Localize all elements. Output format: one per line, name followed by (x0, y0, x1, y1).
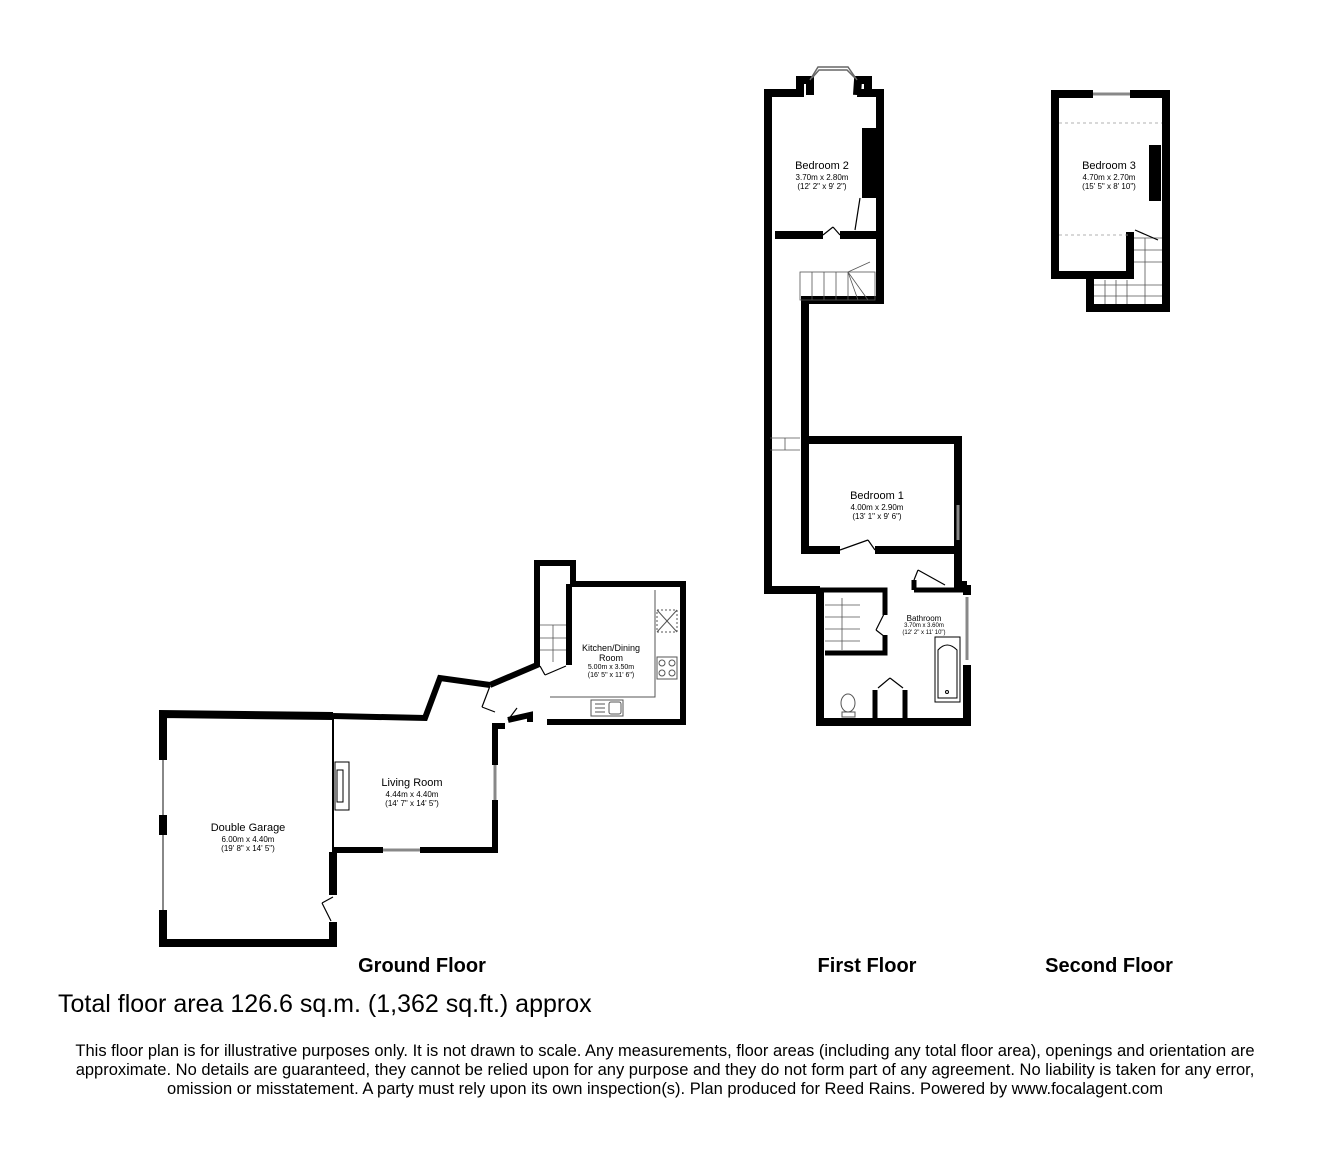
room-name: Double Garage (210, 822, 286, 834)
room-dimensions-imperial: (12' 2" x 11' 10") (902, 630, 946, 637)
bedroom-1-door-icon (839, 539, 876, 551)
kitchen-worktops (550, 590, 678, 717)
bathroom-stairs-icon (825, 598, 860, 650)
first-floor-plan (764, 66, 971, 726)
room-label-bathroom: Bathroom 3.70m x 3.60m (12' 2" x 11' 10"… (902, 614, 945, 637)
second-floor-walls (1051, 90, 1170, 312)
garage-door-icon (321, 896, 334, 922)
room-dimensions-imperial: (13' 1" x 9' 6") (852, 511, 902, 521)
bedroom-2-door-icon (822, 197, 861, 236)
second-floor-stairs-icon (1094, 229, 1162, 304)
room-name: Bedroom 1 (850, 490, 904, 502)
living-room-walls (332, 674, 505, 853)
room-dimensions-imperial: (19' 8" x 14' 5") (221, 843, 275, 853)
floor-plan-drawing (159, 66, 1170, 947)
kitchen-door-icon (507, 665, 567, 721)
room-label-living-room: Living Room 4.44m x 4.40m (14' 7" x 14' … (381, 777, 442, 808)
toilet-icon (840, 693, 856, 718)
eaves-lines (1059, 122, 1162, 236)
room-dimensions-metric: 3.70m x 2.80m (795, 172, 849, 182)
room-dimensions-metric: 5.00m x 3.50m (587, 663, 635, 671)
room-dimensions-imperial: (14' 7" x 14' 5") (385, 798, 439, 808)
hob-icon (656, 609, 678, 633)
double-garage-walls (159, 709, 337, 947)
room-dimensions-metric: 4.00m x 2.90m (850, 502, 904, 512)
wardrobe-bedroom-2 (862, 128, 876, 198)
room-label-bedroom-3: Bedroom 3 4.70m x 2.70m (15' 5" x 8' 10"… (1082, 160, 1136, 191)
room-dimensions-metric: 6.00m x 4.40m (221, 834, 275, 844)
living-door-icon (481, 685, 496, 713)
disclaimer-text: This floor plan is for illustrative purp… (75, 1042, 1255, 1098)
cooker-icon (656, 656, 678, 680)
room-dimensions-imperial: (16' 5" x 11' 6") (587, 671, 635, 679)
ground-floor-plan (159, 560, 686, 947)
room-name: Living Room (381, 777, 443, 789)
room-dimensions-metric: 4.44m x 4.40m (385, 789, 439, 799)
room-name: Bedroom 3 (1082, 160, 1136, 172)
room-name: Bedroom 2 (795, 160, 849, 172)
floor-title-second: Second Floor (1045, 955, 1173, 977)
fireplace-icon (334, 761, 350, 811)
room-label-bedroom-1: Bedroom 1 4.00m x 2.90m (13' 1" x 9' 6") (850, 490, 904, 521)
room-name-line-1: Kitchen/Dining (581, 643, 641, 653)
bay-window-icon (809, 66, 858, 81)
room-label-double-garage: Double Garage 6.00m x 4.40m (19' 8" x 14… (211, 822, 286, 853)
ground-stairs-icon (540, 624, 566, 662)
bathtub-icon (934, 636, 961, 703)
room-dimensions-imperial: (15' 5" x 8' 10") (1082, 181, 1136, 191)
room-name: Bathroom (906, 614, 942, 623)
room-dimensions-imperial: (12' 2" x 9' 2") (797, 181, 847, 191)
bathroom-door-icon (875, 611, 904, 689)
room-label-kitchen-dining: Kitchen/Dining Room 5.00m x 3.50m (16' 5… (582, 643, 640, 680)
room-dimensions-metric: 3.70m x 3.60m (904, 623, 944, 630)
wardrobe-bedroom-3 (1149, 145, 1161, 201)
room-dimensions-metric: 4.70m x 2.70m (1082, 172, 1136, 182)
kitchen-walls (488, 560, 686, 725)
room-label-bedroom-2: Bedroom 2 3.70m x 2.80m (12' 2" x 9' 2") (795, 160, 849, 191)
floor-title-first: First Floor (817, 955, 917, 977)
first-floor-stairs-icon (770, 261, 876, 451)
second-floor-plan (1051, 90, 1170, 312)
sink-icon (590, 699, 624, 717)
bathroom-walls (820, 587, 967, 722)
floor-title-ground: Ground Floor (358, 955, 486, 977)
total-floor-area: Total floor area 126.6 sq.m. (1,362 sq.f… (58, 990, 592, 1018)
landing-cupboard (911, 569, 946, 590)
room-name-line-2: Room (598, 653, 624, 664)
